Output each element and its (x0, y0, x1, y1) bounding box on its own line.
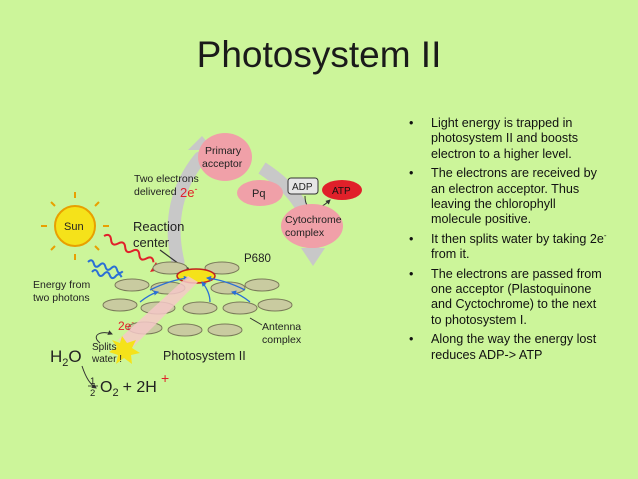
bullet-dot: • (409, 166, 414, 181)
antenna-pointer (249, 317, 263, 326)
h2o-label: H2O (50, 347, 82, 369)
photon-red-wave (103, 233, 155, 263)
sun-label: Sun (64, 221, 84, 233)
bullet-item: •The electrons are received by an electr… (409, 166, 597, 227)
bullet-dot: • (409, 266, 414, 281)
plastoquinone (237, 180, 283, 206)
fraction-denominator: 2 (90, 388, 95, 399)
electron-flow-arrowhead-down (301, 248, 325, 266)
atp-oval (322, 180, 362, 200)
photosystem-label: Photosystem II (163, 349, 246, 363)
slide-title: Photosystem II (196, 34, 442, 75)
two-e-bottom-label: 2e- (118, 318, 134, 333)
energy-transfer-arrows (139, 275, 251, 303)
two-e-top-label: 2e- (180, 184, 197, 200)
splits-water-pointer (95, 330, 113, 344)
electron-beam (118, 276, 198, 348)
fraction-numerator: 1 (90, 376, 95, 387)
products-label: O2+ 2H (100, 379, 157, 399)
photon-blue-wave (87, 259, 124, 274)
splitting-burst-icon (109, 336, 140, 364)
p680-label: P680 (244, 253, 271, 265)
proton-plus-label: + (161, 370, 169, 386)
bullet-dot: • (409, 116, 414, 130)
bullet-dot: • (409, 332, 414, 347)
electron-flow-arrow-up (167, 151, 207, 269)
adp-label: ADP (292, 182, 313, 193)
water-to-products-arrow (81, 365, 97, 389)
atp-label: ATP (332, 186, 351, 197)
primary-acceptor (198, 133, 252, 181)
bullet-dot: • (409, 231, 414, 246)
bullet-item: •The electrons are passed from one accep… (409, 266, 602, 327)
bullet-item: •Along the way the energy lost reduces A… (409, 332, 597, 362)
bullet-item: •Light energy is trapped in photosystem … (409, 116, 579, 161)
sun-icon (41, 192, 109, 260)
adp-box (287, 177, 319, 195)
pq-label: Pq (252, 188, 265, 200)
bullet-list: •Light energy is trapped in photosystem … (407, 116, 607, 367)
bullet-item: •It then splits water by taking 2e- from… (409, 230, 607, 262)
photon-blue-wave-2 (91, 269, 123, 280)
cytochrome-complex (281, 204, 343, 248)
